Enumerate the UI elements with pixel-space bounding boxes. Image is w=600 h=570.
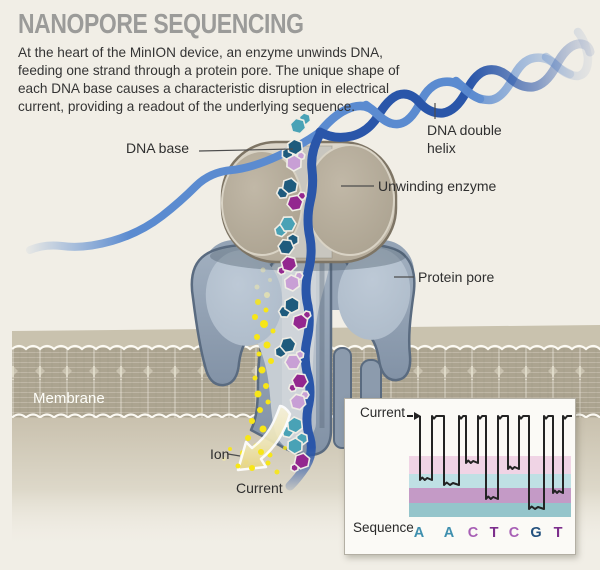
dna-base-G	[277, 296, 300, 318]
ion-dot	[263, 383, 269, 389]
ion-dot	[263, 341, 271, 349]
label-unwinding-enzyme: Unwinding enzyme	[378, 178, 497, 194]
ion-dot	[252, 375, 258, 381]
ion-dot	[258, 366, 266, 374]
label-dna-double-helix: DNA double helix	[427, 122, 502, 156]
label-dna-base: DNA base	[126, 140, 190, 156]
dna-base-T	[277, 255, 298, 276]
dna-base-A	[289, 111, 312, 135]
ion-dot	[254, 284, 260, 290]
ion-dot	[259, 425, 267, 433]
label-current: Current	[236, 480, 283, 496]
dna-base-T	[291, 310, 312, 331]
dna-bases-chain	[274, 111, 312, 473]
label-membrane: Membrane	[33, 390, 105, 407]
ion-dot	[265, 460, 271, 466]
band-C	[409, 456, 571, 474]
sequence-letter-C: C	[468, 525, 479, 541]
callout-lines	[198, 103, 436, 457]
enzyme-right-lobe	[305, 144, 395, 256]
dna-base-G	[274, 336, 297, 359]
dna-base-T	[287, 372, 309, 393]
ion-dots-front	[228, 447, 280, 475]
sequence-letter-A: A	[444, 525, 455, 541]
page-title: NANOPORE SEQUENCING	[18, 8, 304, 39]
dna-base-C	[289, 390, 310, 411]
sequence-letter-C: C	[509, 525, 520, 541]
dna-strand-through-pore	[285, 129, 325, 491]
label-protein-pore: Protein pore	[418, 269, 495, 285]
inset-current-label: Current	[360, 405, 406, 420]
ion-dot	[235, 463, 241, 469]
sequence-letter-G: G	[530, 525, 541, 541]
ion-current-arrow	[236, 404, 292, 472]
ion-dot	[255, 299, 261, 305]
ion-dot	[249, 465, 255, 471]
ion-dot	[263, 307, 269, 313]
dna-base-T	[290, 452, 311, 473]
ion-dot	[265, 399, 271, 405]
ion-dot	[252, 314, 258, 320]
ion-dot	[274, 469, 280, 475]
ion-dot	[254, 390, 262, 398]
ion-dot	[245, 435, 251, 441]
dna-base-C	[284, 349, 305, 370]
ion-dot	[254, 334, 260, 340]
ion-dot	[222, 457, 226, 461]
band-G	[409, 503, 571, 517]
ion-dot	[268, 358, 274, 364]
band-T	[409, 488, 571, 503]
sequence-letter-T: T	[554, 525, 563, 541]
ion-dot	[258, 449, 264, 455]
ion-dot	[260, 267, 266, 273]
ion-dot	[256, 351, 262, 357]
inset-sequence-label: Sequence	[353, 520, 414, 535]
sequence-letter-A: A	[414, 525, 425, 541]
dna-base-C	[286, 150, 306, 172]
dna-strand-light-left	[26, 128, 324, 254]
ion-dot	[268, 278, 272, 282]
dna-base-G	[277, 232, 300, 256]
label-ion: Ion	[210, 446, 230, 462]
base-level-bands	[409, 456, 571, 517]
dna-base-A	[287, 431, 309, 455]
dna-strands	[26, 27, 595, 491]
ion-dot	[260, 320, 268, 328]
ion-dot	[264, 292, 270, 298]
dna-base-G	[275, 177, 299, 200]
ion-dot	[267, 452, 273, 458]
band-A	[409, 474, 571, 488]
dna-base-callout-line	[198, 148, 294, 152]
dna-base-T	[286, 191, 307, 212]
ion-dot	[228, 447, 232, 451]
trace-start-arrow-icon	[414, 412, 421, 420]
ion-dot	[249, 418, 255, 424]
pore-right-highlight-oval	[337, 248, 411, 340]
ion-dot	[283, 446, 287, 450]
dna-base-C	[283, 271, 304, 292]
sequence-letter-T: T	[490, 525, 499, 541]
dna-base-A	[274, 216, 297, 238]
intro-paragraph: At the heart of the MinION device, an en…	[18, 45, 400, 115]
ion-callout-line	[227, 453, 241, 457]
ion-dot	[257, 407, 263, 413]
current-trace-line	[407, 415, 572, 510]
ion-dot	[270, 328, 276, 334]
